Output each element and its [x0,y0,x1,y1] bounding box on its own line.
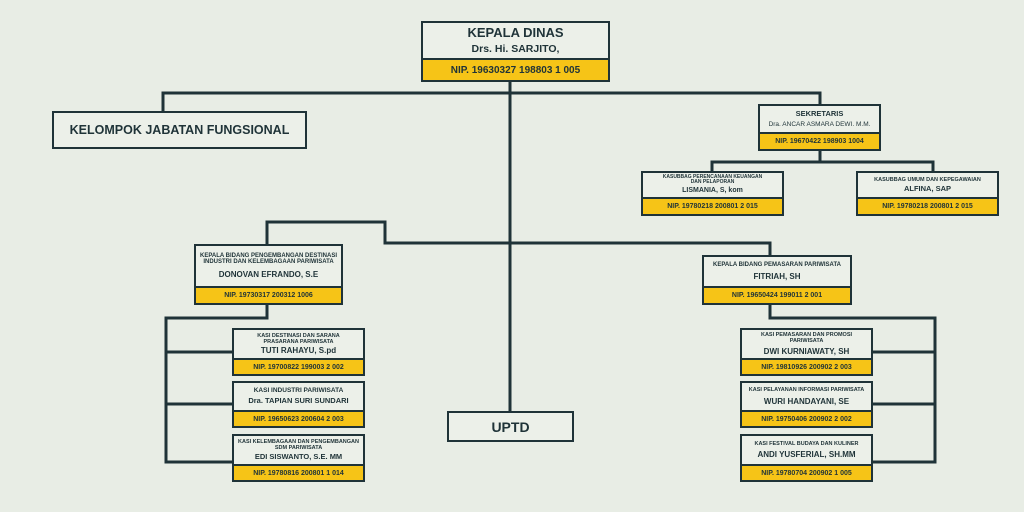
kabid-pemasaran-nip: NIP. 19650424 199011 2 001 [704,286,850,303]
kasi-industri-nip: NIP. 19650623 200604 2 003 [234,410,363,426]
kasubbag-umum-box: KASUBBAG UMUM DAN KEPEGAWAIAN ALFINA, SA… [856,171,999,216]
kasi-destinasi-box: KASI DESTINASI DAN SARANA PRASARANA PARI… [232,328,365,376]
kasi-promosi-title: KASI PEMASARAN DAN PROMOSI PARIWISATA [760,331,853,344]
kepala-dinas-box: KEPALA DINAS Drs. Hi. SARJITO, NIP. 1963… [421,21,610,82]
kasubbag-keuangan-nip: NIP. 19780218 200801 2 015 [643,197,782,214]
kepala-dinas-name: Drs. Hi. SARJITO, [471,42,560,55]
kasubbag-umum-nip: NIP. 19780218 200801 2 015 [858,197,997,214]
kasubbag-keuangan-box: KASUBBAG PERENCANAAN KEUANGAN DAN PELAPO… [641,171,784,216]
kepala-dinas-nip: NIP. 19630327 198803 1 005 [423,58,608,80]
kasi-industri-name: Dra. TAPIAN SURI SUNDARI [248,396,349,406]
kasi-promosi-box: KASI PEMASARAN DAN PROMOSI PARIWISATA DW… [740,328,873,376]
kasi-promosi-nip: NIP. 19810926 200902 2 003 [742,358,871,374]
kasi-industri-title: KASI INDUSTRI PARIWISATA [253,386,344,394]
kasi-kelembagaan-box: KASI KELEMBAGAAN DAN PENGEMBANGAN SDM PA… [232,434,365,482]
kabid-pemasaran-box: KEPALA BIDANG PEMASARAN PARIWISATA FITRI… [702,255,852,305]
sekretaris-name: Dra. ANCAR ASMARA DEWI. M.M. [768,120,871,128]
sekretaris-box: SEKRETARIS Dra. ANCAR ASMARA DEWI. M.M. … [758,104,881,151]
kepala-dinas-title: KEPALA DINAS [467,25,564,40]
sekretaris-title: SEKRETARIS [795,108,844,118]
kabid-pemasaran-name: FITRIAH, SH [753,271,801,281]
kabid-destinasi-title: KEPALA BIDANG PENGEMBANGAN DESTINASI IND… [200,252,338,266]
kabid-pemasaran-title: KEPALA BIDANG PEMASARAN PARIWISATA [713,261,841,268]
kabid-destinasi-name: DONOVAN EFRANDO, S.E [218,270,319,280]
kasi-informasi-box: KASI PELAYANAN INFORMASI PARIWISATA WURI… [740,381,873,428]
kasi-kelembagaan-nip: NIP. 19780816 200801 1 014 [234,464,363,480]
kasubbag-keuangan-title: KASUBBAG PERENCANAAN KEUANGAN DAN PELAPO… [662,173,763,186]
kasubbag-keuangan-name: LISMANIA, S, kom [682,187,743,195]
kelompok-fungsional-box: KELOMPOK JABATAN FUNGSIONAL [52,111,307,149]
kasi-kelembagaan-title: KASI KELEMBAGAAN DAN PENGEMBANGAN SDM PA… [238,438,360,452]
kasi-kelembagaan-name: EDI SISWANTO, S.E. MM [254,451,343,461]
kabid-destinasi-nip: NIP. 19730317 200312 1006 [196,286,341,303]
kasi-festival-name: ANDI YUSFERIAL, SH.MM [757,450,856,460]
kasubbag-umum-title: KASUBBAG UMUM DAN KEPEGAWAIAN [874,176,981,183]
kasi-destinasi-title: KASI DESTINASI DAN SARANA PRASARANA PARI… [257,332,340,345]
kasi-festival-title: KASI FESTIVAL BUDAYA DAN KULINER [754,440,859,447]
kasubbag-umum-name: ALFINA, SAP [903,183,952,193]
kasi-promosi-name: DWI KURNIAWATY, SH [763,347,850,357]
kasi-informasi-title: KASI PELAYANAN INFORMASI PARIWISATA [748,387,865,394]
kelompok-fungsional-label: KELOMPOK JABATAN FUNGSIONAL [69,123,290,137]
sekretaris-nip: NIP. 19670422 198903 1004 [760,132,879,149]
uptd-label: UPTD [491,418,530,435]
kasi-destinasi-name: TUTI RAHAYU, S.pd [260,346,337,356]
kabid-destinasi-box: KEPALA BIDANG PENGEMBANGAN DESTINASI IND… [194,244,343,305]
kasi-festival-box: KASI FESTIVAL BUDAYA DAN KULINER ANDI YU… [740,434,873,482]
kasi-informasi-nip: NIP. 19750406 200902 2 002 [742,410,871,426]
kasi-festival-nip: NIP. 19780704 200902 1 005 [742,464,871,480]
kasi-informasi-name: WURI HANDAYANI, SE [763,396,850,406]
kasi-industri-box: KASI INDUSTRI PARIWISATA Dra. TAPIAN SUR… [232,381,365,428]
uptd-box: UPTD [447,411,574,442]
kasi-destinasi-nip: NIP. 19700822 199003 2 002 [234,358,363,374]
